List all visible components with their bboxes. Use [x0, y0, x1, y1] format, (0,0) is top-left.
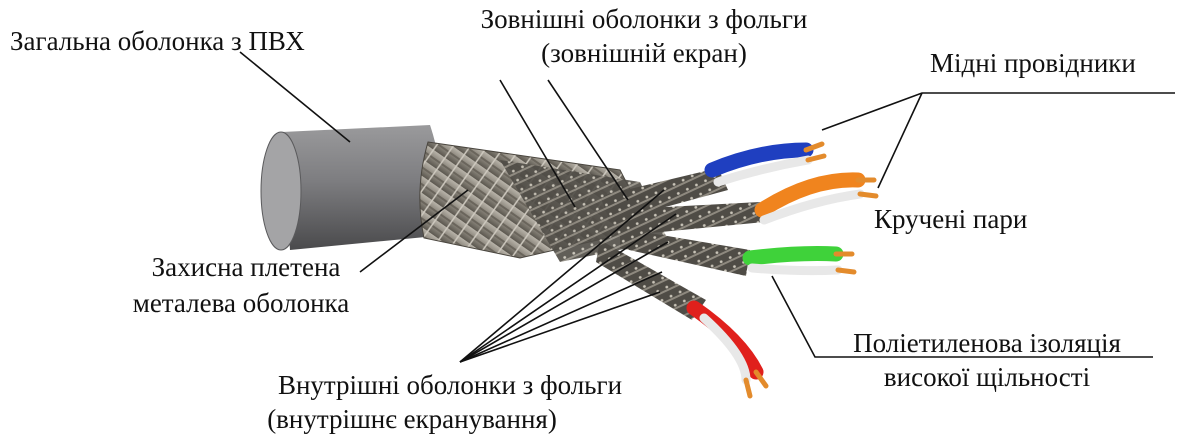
- leader-copper: [822, 93, 1175, 130]
- label-outer-foil-line2: (зовнішній екран): [541, 38, 747, 68]
- label-twisted-pairs: Кручені пари: [874, 204, 1027, 234]
- label-inner-foil-line2: (внутрішнє екранування): [267, 404, 557, 434]
- leader-inner-foil-4: [460, 272, 662, 362]
- label-inner-foil-line1: Внутрішні оболонки з фольги: [278, 370, 622, 400]
- leader-inner-foil-5: [460, 292, 660, 362]
- label-copper-conductors: Мідні провідники: [930, 48, 1136, 78]
- leader-pvc-jacket: [240, 52, 350, 142]
- label-braid-line1: Захисна плетена: [152, 252, 341, 282]
- twisted-pair-orange: [762, 180, 876, 220]
- twisted-pair-blue: [712, 144, 824, 182]
- label-hdpe-line1: Поліетиленова ізоляція: [853, 328, 1121, 358]
- twisted-pair-red: [694, 308, 766, 396]
- label-outer-foil-line1: Зовнішні оболонки з фольги: [481, 4, 808, 34]
- label-pvc-jacket: Загальна оболонка з ПВХ: [10, 26, 305, 56]
- label-hdpe-line2: високої щільності: [884, 362, 1090, 392]
- label-braid-line2: металева оболонка: [133, 288, 350, 318]
- twisted-pair-green: [750, 254, 854, 273]
